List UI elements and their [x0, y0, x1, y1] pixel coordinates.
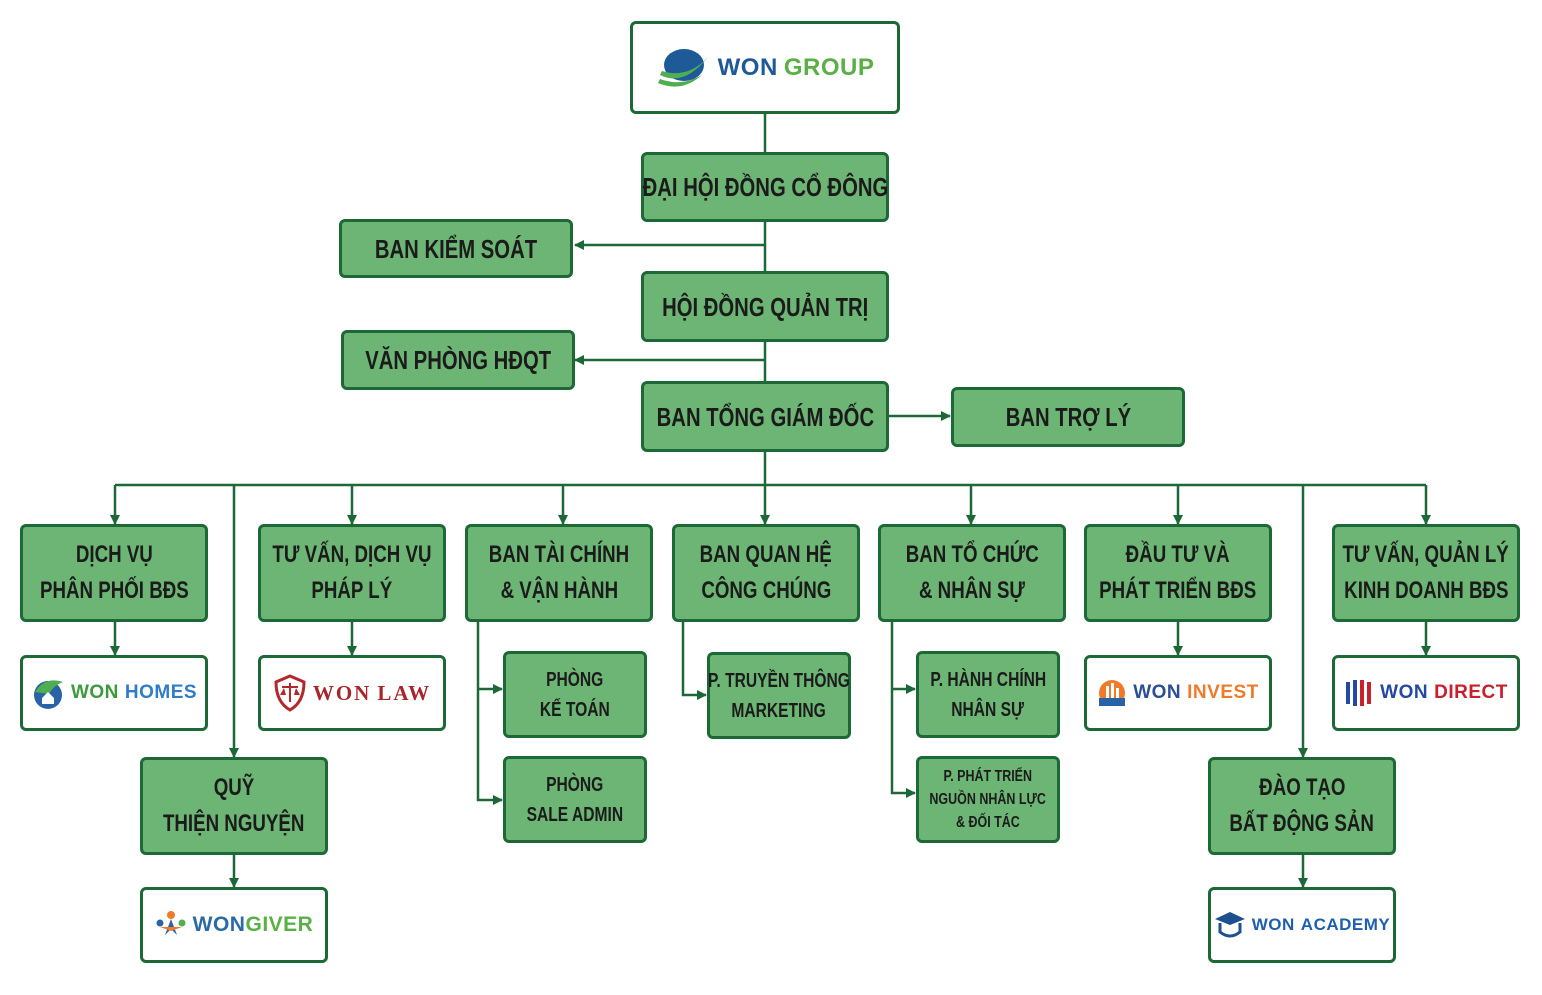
label-line2: PHÁP LÝ [311, 577, 393, 604]
box-van-phong-hdqt[interactable]: VĂN PHÒNG HĐQT [341, 330, 575, 390]
label-line1: P. TRUYỀN THÔNG [708, 669, 850, 692]
box-tu-van-phap-ly[interactable]: TƯ VẤN, DỊCH VỤ PHÁP LÝ [258, 524, 446, 622]
won-group-logo-box: WON GROUP [630, 21, 900, 114]
label-line1: BAN TỔ CHỨC [905, 541, 1039, 568]
label: HỘI ĐỒNG QUẢN TRỊ [661, 291, 869, 322]
label-line1: DỊCH VỤ [75, 541, 153, 568]
city-icon [1099, 680, 1126, 706]
label-line1: ĐẦU TƯ VÀ [1126, 541, 1230, 568]
box-dich-vu-phan-phoi-bds[interactable]: DỊCH VỤ PHÂN PHỐI BĐS [20, 524, 208, 622]
won-homes-logo-box: WON HOMES [20, 655, 208, 731]
people-star-icon [156, 911, 186, 935]
box-hoi-dong-quan-tri[interactable]: HỘI ĐỒNG QUẢN TRỊ [641, 271, 889, 342]
box-ban-quan-he-cong-chung[interactable]: BAN QUAN HỆ CÔNG CHÚNG [672, 524, 860, 622]
label-line2: NGUỒN NHÂN LỰC [929, 791, 1047, 808]
box-dai-hoi-dong-co-dong[interactable]: ĐẠI HỘI ĐỒNG CỔ ĐÔNG [641, 152, 889, 222]
label-line1: PHÒNG [546, 668, 604, 691]
brand-won: WON [1133, 682, 1182, 703]
scales-shield-icon [274, 674, 306, 712]
label-line1: ĐÀO TẠO [1258, 774, 1346, 801]
won-academy-logo-box: WON ACADEMY [1208, 887, 1396, 963]
label-line2: KẾ TOÁN [540, 698, 610, 721]
label-line2: & NHÂN SỰ [918, 577, 1026, 604]
house-leaf-icon [33, 680, 63, 709]
label: ĐẠI HỘI ĐỒNG CỔ ĐÔNG [642, 172, 888, 202]
brand-academy: ACADEMY [1300, 915, 1391, 934]
label-line1: TƯ VẤN, QUẢN LÝ [1342, 541, 1510, 568]
label-line2: MARKETING [731, 699, 827, 722]
box-dau-tu-phat-trien-bds[interactable]: ĐẦU TƯ VÀ PHÁT TRIỂN BĐS [1084, 524, 1272, 622]
label-line1: P. PHÁT TRIỂN [943, 768, 1033, 785]
label-line2: & VẬN HÀNH [500, 577, 618, 604]
bars-icon [1346, 680, 1372, 706]
label-line1: P. HÀNH CHÍNH [930, 668, 1046, 691]
label: VĂN PHÒNG HĐQT [365, 345, 551, 375]
label-line1: BAN QUAN HỆ [699, 541, 833, 568]
box-ban-tai-chinh-van-hanh[interactable]: BAN TÀI CHÍNH & VẬN HÀNH [465, 524, 653, 622]
box-phong-ke-toan[interactable]: PHÒNG KẾ TOÁN [503, 651, 647, 738]
brand-won: WON [1251, 915, 1295, 934]
label-line3: & ĐỐI TÁC [956, 814, 1020, 831]
brand-won: WON [192, 913, 246, 936]
brand-won: WON [717, 53, 778, 81]
label: BAN KIỂM SOÁT [374, 233, 538, 264]
brand-direct: DIRECT [1434, 682, 1508, 703]
box-phong-sale-admin[interactable]: PHÒNG SALE ADMIN [503, 756, 647, 843]
box-ban-to-chuc-nhan-su[interactable]: BAN TỔ CHỨC & NHÂN SỰ [878, 524, 1066, 622]
brand-homes: HOMES [124, 682, 198, 703]
label-line1: PHÒNG [546, 773, 604, 796]
label-line2: PHÂN PHỐI BĐS [39, 577, 189, 604]
label-line2: THIỆN NGUYỆN [163, 810, 305, 837]
label: BAN TỔNG GIÁM ĐỐC [656, 401, 874, 432]
label-line1: BAN TÀI CHÍNH [488, 541, 630, 568]
label: BAN TRỢ LÝ [1005, 402, 1131, 432]
box-tu-van-quan-ly-kinh-doanh-bds[interactable]: TƯ VẤN, QUẢN LÝ KINH DOANH BĐS [1332, 524, 1520, 622]
box-dao-tao-bat-dong-san[interactable]: ĐÀO TẠO BẤT ĐỘNG SẢN [1208, 757, 1396, 855]
brand-won: WON [312, 680, 372, 705]
graduation-cap-icon [1214, 912, 1245, 938]
label-line2: NHÂN SỰ [951, 698, 1025, 721]
box-ban-tro-ly[interactable]: BAN TRỢ LÝ [951, 387, 1185, 447]
won-giver-logo-box: WON GIVER [140, 887, 328, 963]
won-direct-logo-box: WON DIRECT [1332, 655, 1520, 731]
label-line2: KINH DOANH BĐS [1343, 577, 1509, 604]
label-line2: CÔNG CHÚNG [700, 577, 831, 604]
box-quy-thien-nguyen[interactable]: QUỸ THIỆN NGUYỆN [140, 757, 328, 855]
box-ban-kiem-soat[interactable]: BAN KIỂM SOÁT [339, 219, 573, 278]
won-law-logo-box: WON LAW [258, 655, 446, 731]
brand-group: GROUP [783, 53, 875, 81]
brand-won: WON [70, 682, 119, 703]
label-line2: PHÁT TRIỂN BĐS [1099, 577, 1257, 604]
label-line1: TƯ VẤN, DỊCH VỤ [272, 541, 432, 568]
label-line2: SALE ADMIN [526, 803, 624, 826]
label-line1: QUỸ [213, 774, 255, 801]
brand-law: LAW [377, 680, 432, 705]
won-invest-logo-box: WON INVEST [1084, 655, 1272, 731]
brand-giver: GIVER [245, 913, 314, 936]
globe-icon [657, 48, 708, 87]
box-p-hanh-chinh-nhan-su[interactable]: P. HÀNH CHÍNH NHÂN SỰ [916, 651, 1060, 738]
label-line2: BẤT ĐỘNG SẢN [1229, 810, 1375, 837]
box-p-phat-trien-nguon-nhan-luc[interactable]: P. PHÁT TRIỂN NGUỒN NHÂN LỰC & ĐỐI TÁC [916, 756, 1060, 843]
brand-won: WON [1380, 682, 1429, 703]
box-ban-tong-giam-doc[interactable]: BAN TỔNG GIÁM ĐỐC [641, 381, 889, 452]
box-p-truyen-thong-marketing[interactable]: P. TRUYỀN THÔNG MARKETING [707, 652, 851, 739]
brand-invest: INVEST [1187, 682, 1259, 703]
